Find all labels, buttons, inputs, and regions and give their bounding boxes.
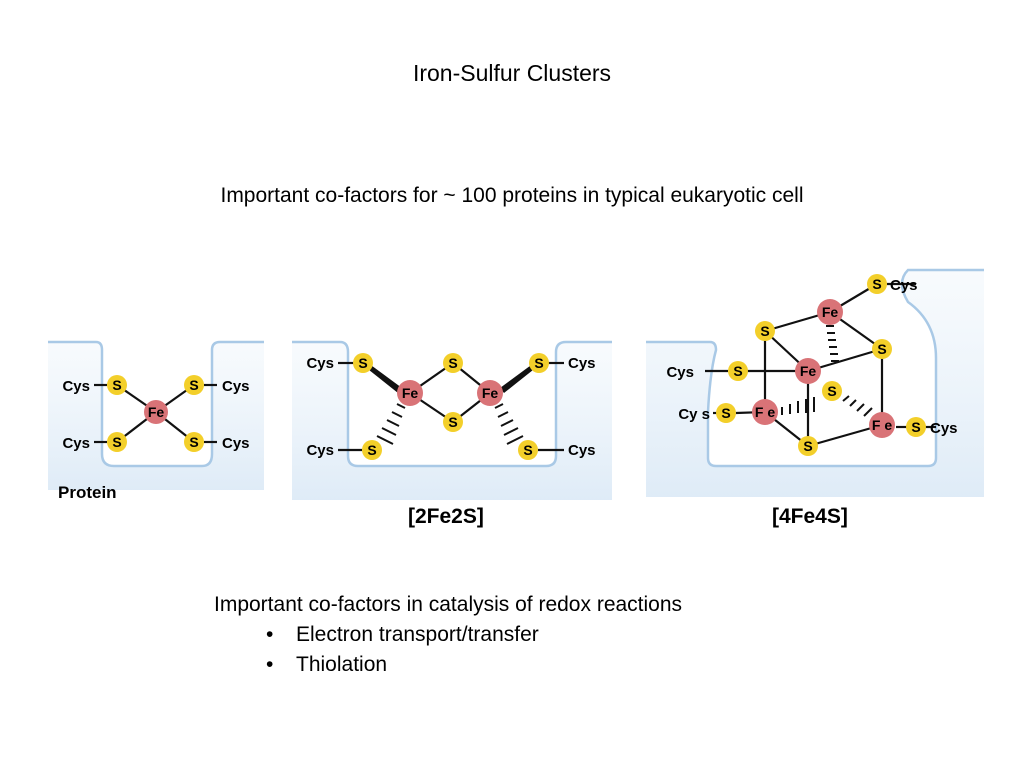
s-label: S xyxy=(189,377,198,393)
list-item: • Electron transport/transfer xyxy=(266,620,682,650)
protein-label: Protein xyxy=(58,483,117,502)
fe-atom xyxy=(869,412,895,438)
s-label: S xyxy=(911,419,920,435)
bullet: • xyxy=(266,623,274,646)
cys-label: Cys xyxy=(666,364,694,381)
s-atom xyxy=(518,440,538,460)
cys-label: Cys xyxy=(568,355,596,372)
s-atom xyxy=(184,375,204,395)
caption-2fe2s: [2Fe2S] xyxy=(408,505,484,528)
hash-bond xyxy=(376,403,406,445)
cys-label: Cy s xyxy=(678,406,710,423)
s-atom xyxy=(362,440,382,460)
s-atom xyxy=(798,436,818,456)
fe-label: F e xyxy=(755,404,775,420)
list-item-text: Electron transport/transfer xyxy=(296,623,539,646)
s-atom xyxy=(822,381,842,401)
s-atom xyxy=(728,361,748,381)
wedge-bond xyxy=(364,360,402,393)
s-label: S xyxy=(721,405,730,421)
s-atom xyxy=(443,353,463,373)
fe-label: Fe xyxy=(482,385,499,401)
hash-bond xyxy=(826,325,839,362)
fe-label: Fe xyxy=(800,363,817,379)
fe4s4-figure: Fe Fe F e F e S S S S S S S S Cys Cys Cy… xyxy=(646,268,984,497)
s-label: S xyxy=(112,377,121,393)
s-label: S xyxy=(358,355,367,371)
list-item-text: Thiolation xyxy=(296,653,388,676)
fe-atom xyxy=(817,299,843,325)
protein-pocket xyxy=(292,342,612,500)
s-atom xyxy=(353,353,373,373)
protein-outline xyxy=(292,340,612,468)
s-atom xyxy=(867,274,887,294)
s-label: S xyxy=(733,363,742,379)
slide-title: Iron-Sulfur Clusters xyxy=(412,60,612,86)
cys-label: Cys xyxy=(222,435,250,452)
s-label: S xyxy=(367,442,376,458)
cys-label: Cys xyxy=(890,277,918,294)
s-atom xyxy=(872,339,892,359)
slide-subtitle: Important co-factors for ~ 100 proteins … xyxy=(220,184,804,207)
fe-label: F e xyxy=(872,417,892,433)
s-atom xyxy=(906,417,926,437)
wedge-bond xyxy=(500,360,538,393)
bullet: • xyxy=(266,653,274,676)
fe-label: Fe xyxy=(822,304,839,320)
fe2s2-figure: Fe Fe S S S S S S Cys Cys Cys Cys xyxy=(292,340,612,500)
s-atom xyxy=(755,321,775,341)
cys-label: Cys xyxy=(222,378,250,395)
fe-atom xyxy=(752,399,778,425)
s-atom xyxy=(443,412,463,432)
fe-label: Fe xyxy=(402,385,419,401)
redox-heading: Important co-factors in catalysis of red… xyxy=(214,593,683,616)
fe-atom xyxy=(477,380,503,406)
protein-outline xyxy=(646,268,984,468)
cys-label: Cys xyxy=(306,355,334,372)
fe-atom xyxy=(795,358,821,384)
fe-label: Fe xyxy=(148,404,165,420)
s-atom xyxy=(184,432,204,452)
fe-atom xyxy=(397,380,423,406)
s-atom xyxy=(107,375,127,395)
cys-label: Cys xyxy=(62,435,90,452)
s-label: S xyxy=(448,414,457,430)
s-label: S xyxy=(760,323,769,339)
hash-bond xyxy=(494,403,524,445)
s-label: S xyxy=(534,355,543,371)
s-atom xyxy=(529,353,549,373)
s-label: S xyxy=(523,442,532,458)
s-label: S xyxy=(189,434,198,450)
redox-section: Important co-factors in catalysis of red… xyxy=(214,590,682,680)
hash-bond xyxy=(842,395,873,417)
cys-label: Cys xyxy=(568,442,596,459)
protein-pocket xyxy=(646,270,984,497)
s-atom xyxy=(716,403,736,423)
redox-list: • Electron transport/transfer • Thiolation xyxy=(214,620,682,680)
s-label: S xyxy=(827,383,836,399)
s-atom xyxy=(107,432,127,452)
protein-outline xyxy=(48,340,264,468)
caption-4fe4s: [4Fe4S] xyxy=(772,505,848,528)
cys-label: Cys xyxy=(306,442,334,459)
rubredoxin-figure: Fe S S S S Cys Cys Cys Cys Protein xyxy=(48,340,264,502)
s-label: S xyxy=(803,438,812,454)
s-label: S xyxy=(872,276,881,292)
s-label: S xyxy=(448,355,457,371)
fe-atom xyxy=(144,400,168,424)
list-item: • Thiolation xyxy=(266,650,682,680)
s-label: S xyxy=(112,434,121,450)
hash-bond xyxy=(781,397,815,415)
s-label: S xyxy=(877,341,886,357)
cys-label: Cys xyxy=(62,378,90,395)
cys-label: Cys xyxy=(930,420,958,437)
